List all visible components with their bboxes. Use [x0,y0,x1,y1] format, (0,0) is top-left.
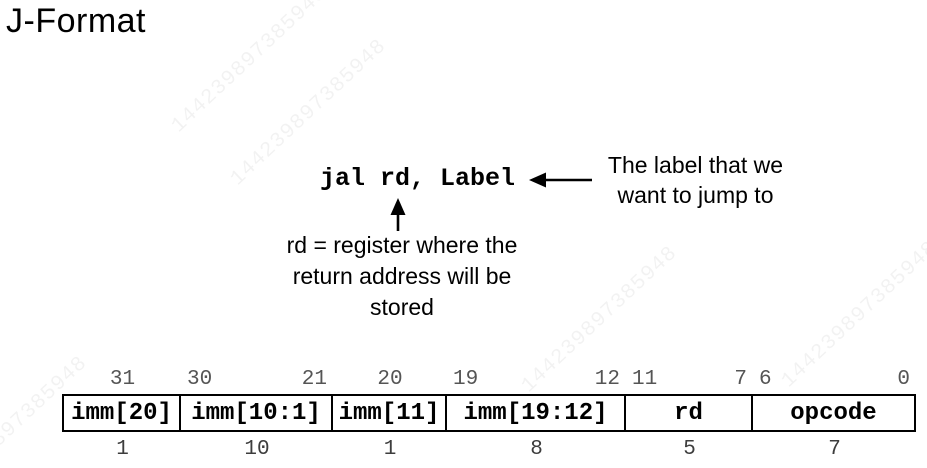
label-annotation: The label that we want to jump to [607,152,784,208]
instruction-format-table: imm[20] imm[10:1] imm[11] imm[19:12] rd … [62,394,916,432]
bit-low: 21 [301,368,327,391]
field-width-imm19-12: 8 [530,438,543,461]
arrow-up-icon [390,198,406,231]
bit-range-imm10-1: 30 21 [181,368,333,391]
field-width-rd: 5 [683,438,696,461]
field-cell-imm11: imm[11] [333,396,447,430]
field-cell-imm10-1: imm[10:1] [181,396,333,430]
bit-high: 6 [759,368,772,391]
instruction-code: jal rd, Label [320,164,516,193]
arrow-left-icon [529,172,592,188]
bit-low: 12 [594,368,620,391]
field-cell-imm20: imm[20] [64,396,181,430]
field-width-opcode: 7 [828,438,841,461]
bit-range-imm20: 31 [64,368,181,391]
bit-range-opcode: 6 0 [753,368,916,391]
field-width-imm11: 1 [383,438,397,461]
bit-low: 0 [897,368,910,391]
bit-high: 30 [187,368,213,391]
bit-range-imm11: 20 [333,368,447,391]
bit-positions-row: 31 30 21 20 19 12 11 7 6 0 [64,368,916,391]
bit-low: 7 [734,368,747,391]
field-cell-rd: rd [626,396,753,430]
bit-high: 11 [632,368,658,391]
page-title: J-Format [6,2,146,40]
bit-high: 19 [453,368,479,391]
rd-annotation: rd = register where the return address w… [286,232,518,320]
bit-high: 20 [377,368,403,391]
field-width-imm10-1: 10 [244,438,270,461]
field-width-imm20: 1 [116,438,129,461]
field-widths-row: 1 10 1 8 5 7 [64,438,916,461]
field-cell-opcode: opcode [790,399,877,427]
bit-high: 31 [109,368,136,391]
bit-range-rd: 11 7 [626,368,753,391]
bit-range-imm19-12: 19 12 [447,368,626,391]
field-cell-imm19-12: imm[19:12] [447,396,626,430]
